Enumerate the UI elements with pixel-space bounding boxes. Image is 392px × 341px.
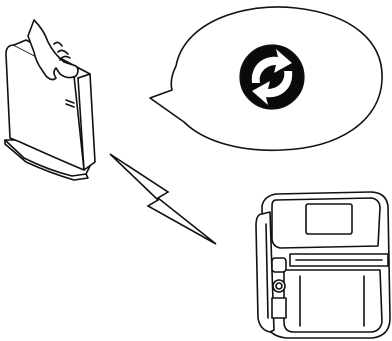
hand-pressing-button-icon: [27, 19, 79, 81]
mobile-printer-icon: [255, 191, 391, 339]
wireless-signal-icon: [109, 153, 217, 245]
wps-icon: [239, 44, 305, 110]
